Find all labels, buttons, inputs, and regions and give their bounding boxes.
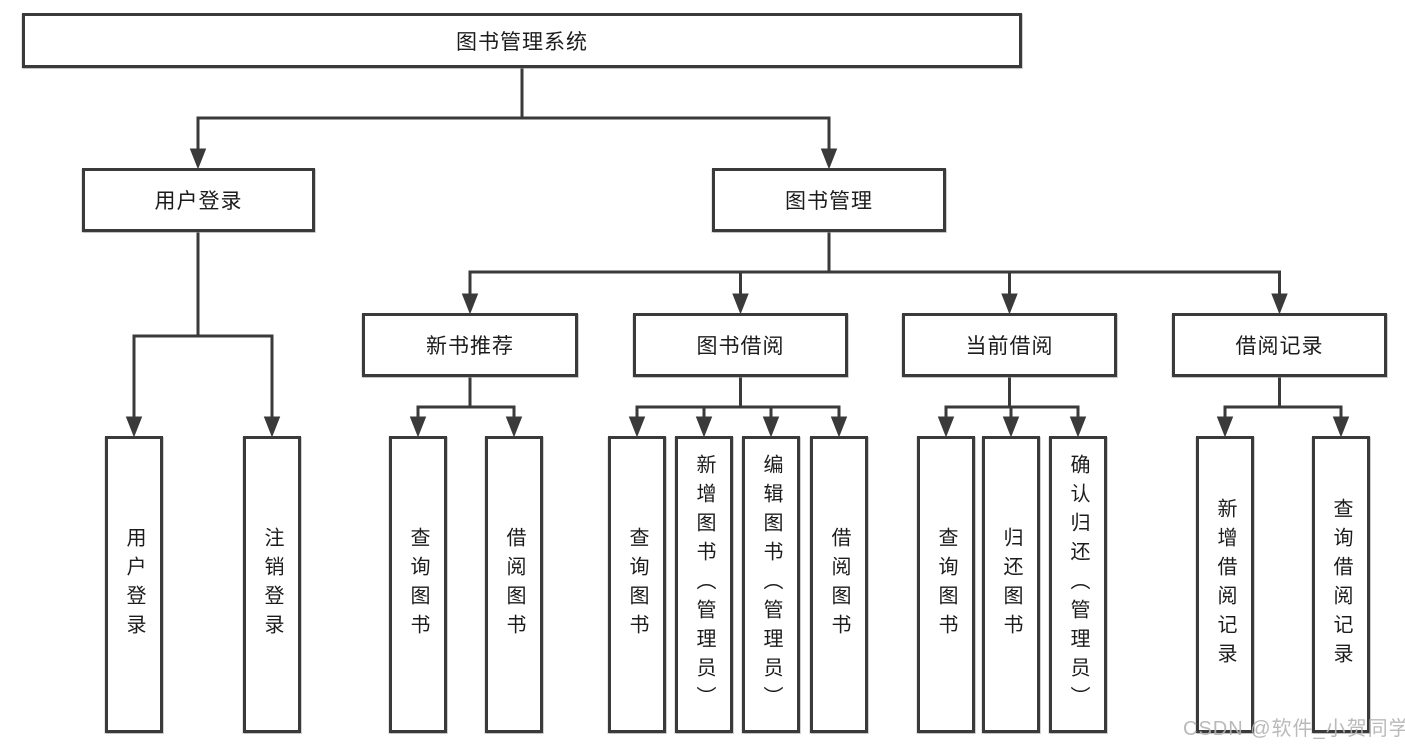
leaf-query-books-borrowing: 查询图书 xyxy=(608,436,666,733)
node-book-management: 图书管理 xyxy=(712,168,946,232)
connector-new-book-recommendation-to-leaves xyxy=(409,377,523,438)
connector-book-borrowing-to-leaves xyxy=(628,377,848,438)
node-new-book-recommendation: 新书推荐 xyxy=(362,313,578,377)
leaf-edit-book-admin: 编辑图书（管理员） xyxy=(742,436,800,733)
arrowhead xyxy=(628,416,646,438)
csdn-watermark: CSDN @软件_小贺同学 xyxy=(1183,718,1405,740)
node-label: 借阅记录 xyxy=(1235,335,1324,358)
node-current-borrowing: 当前借阅 xyxy=(902,313,1117,377)
connector-current-borrowing-to-leaves xyxy=(937,377,1087,438)
leaf-label: 借阅图书 xyxy=(828,526,850,643)
node-label: 当前借阅 xyxy=(965,335,1054,358)
arrowhead xyxy=(1332,416,1350,438)
leaf-label: 借阅图书 xyxy=(503,526,525,643)
leaf-label: 注销登录 xyxy=(261,526,283,643)
arrowhead xyxy=(189,148,207,170)
arrowhead xyxy=(762,416,780,438)
node-label: 图书借阅 xyxy=(696,335,785,358)
leaf-query-books-current: 查询图书 xyxy=(917,436,975,733)
leaf-user-login: 用户登录 xyxy=(105,436,163,733)
arrowhead xyxy=(409,416,427,438)
arrowhead xyxy=(263,416,281,438)
leaf-add-borrow-record: 新增借阅记录 xyxy=(1196,436,1254,733)
node-user-login-branch: 用户登录 xyxy=(82,168,315,232)
node-label: 用户登录 xyxy=(154,190,243,213)
leaf-label: 用户登录 xyxy=(123,526,145,643)
leaf-label: 查询图书 xyxy=(626,526,648,643)
connector-user-login-to-leaves xyxy=(125,232,281,438)
connector-book-management-to-level3 xyxy=(461,232,1288,315)
node-library-management-system: 图书管理系统 xyxy=(22,13,1022,68)
arrowhead xyxy=(830,416,848,438)
arrowhead xyxy=(1271,293,1288,315)
connector-root-to-level2 xyxy=(189,68,838,170)
arrowhead xyxy=(505,416,523,438)
leaf-label: 编辑图书（管理员） xyxy=(760,454,782,715)
leaf-label: 新增借阅记录 xyxy=(1214,497,1236,672)
leaf-label: 查询借阅记录 xyxy=(1330,497,1352,672)
leaf-return-books: 归还图书 xyxy=(982,436,1040,733)
node-label: 图书管理 xyxy=(785,190,873,213)
leaf-add-book-admin: 新增图书（管理员） xyxy=(675,436,733,733)
leaf-query-borrow-record: 查询借阅记录 xyxy=(1312,436,1370,733)
arrowhead xyxy=(695,416,713,438)
leaf-label: 查询图书 xyxy=(935,526,957,643)
leaf-query-books-recommend: 查询图书 xyxy=(389,436,447,733)
node-borrowing-records: 借阅记录 xyxy=(1172,313,1387,377)
arrowhead xyxy=(1069,416,1087,438)
arrowhead xyxy=(1216,416,1234,438)
node-label: 新书推荐 xyxy=(426,335,514,358)
leaf-confirm-return-admin: 确认归还（管理员） xyxy=(1049,436,1107,733)
leaf-label: 新增图书（管理员） xyxy=(693,454,715,715)
leaf-borrow-books-borrowing: 借阅图书 xyxy=(810,436,868,733)
node-book-borrowing: 图书借阅 xyxy=(633,313,848,377)
arrowhead xyxy=(1002,416,1020,438)
arrowhead xyxy=(125,416,143,438)
arrowhead xyxy=(820,148,838,170)
node-label: 图书管理系统 xyxy=(456,30,588,54)
arrowhead xyxy=(937,416,955,438)
leaf-label: 归还图书 xyxy=(1000,526,1022,643)
leaf-label: 确认归还（管理员） xyxy=(1067,454,1089,715)
connector-borrowing-records-to-leaves xyxy=(1216,377,1350,438)
arrowhead xyxy=(461,293,479,315)
leaf-label: 查询图书 xyxy=(407,526,429,643)
arrowhead xyxy=(732,293,749,315)
leaf-logout-login: 注销登录 xyxy=(243,436,301,733)
leaf-borrow-books-recommend: 借阅图书 xyxy=(485,436,543,733)
arrowhead xyxy=(1001,293,1018,315)
